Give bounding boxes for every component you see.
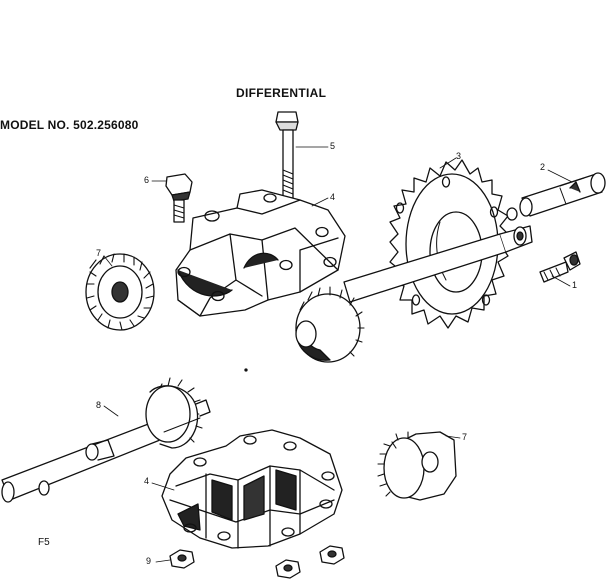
callout-4-lower: 4 <box>144 476 150 486</box>
gear-lower-part7 <box>377 431 457 501</box>
shaft-part2 <box>506 172 606 221</box>
bevel-gear-center-part7 <box>295 286 365 363</box>
nut-part9-b <box>275 559 301 579</box>
bevel-gear-upper-part7 <box>85 253 155 331</box>
callout-8: 8 <box>96 400 102 410</box>
housing-lower-part4 <box>161 429 343 549</box>
callout-3: 3 <box>456 151 462 161</box>
long-bolt-part5 <box>275 111 299 199</box>
gear-shaft-part8 <box>1 377 211 503</box>
nut-part9-a <box>169 549 195 569</box>
callout-2: 2 <box>540 162 546 172</box>
callout-9: 9 <box>146 556 152 566</box>
callout-7-upper: 7 <box>96 248 102 258</box>
axle-upper <box>343 225 533 303</box>
figure-label: F5 <box>38 537 50 548</box>
diagram-title: DIFFERENTIAL <box>236 86 327 100</box>
callout-6: 6 <box>144 175 150 185</box>
callout-1: 1 <box>572 280 578 290</box>
set-screw-part1 <box>539 251 581 283</box>
model-number: MODEL NO. 502.256080 <box>0 118 139 132</box>
housing-upper-part4 <box>175 189 346 317</box>
short-bolt-part6 <box>165 173 193 223</box>
callout-7-lower: 7 <box>462 432 468 442</box>
callout-5: 5 <box>330 141 336 151</box>
callout-4-upper: 4 <box>330 192 336 202</box>
nut-part9-c <box>319 545 345 565</box>
